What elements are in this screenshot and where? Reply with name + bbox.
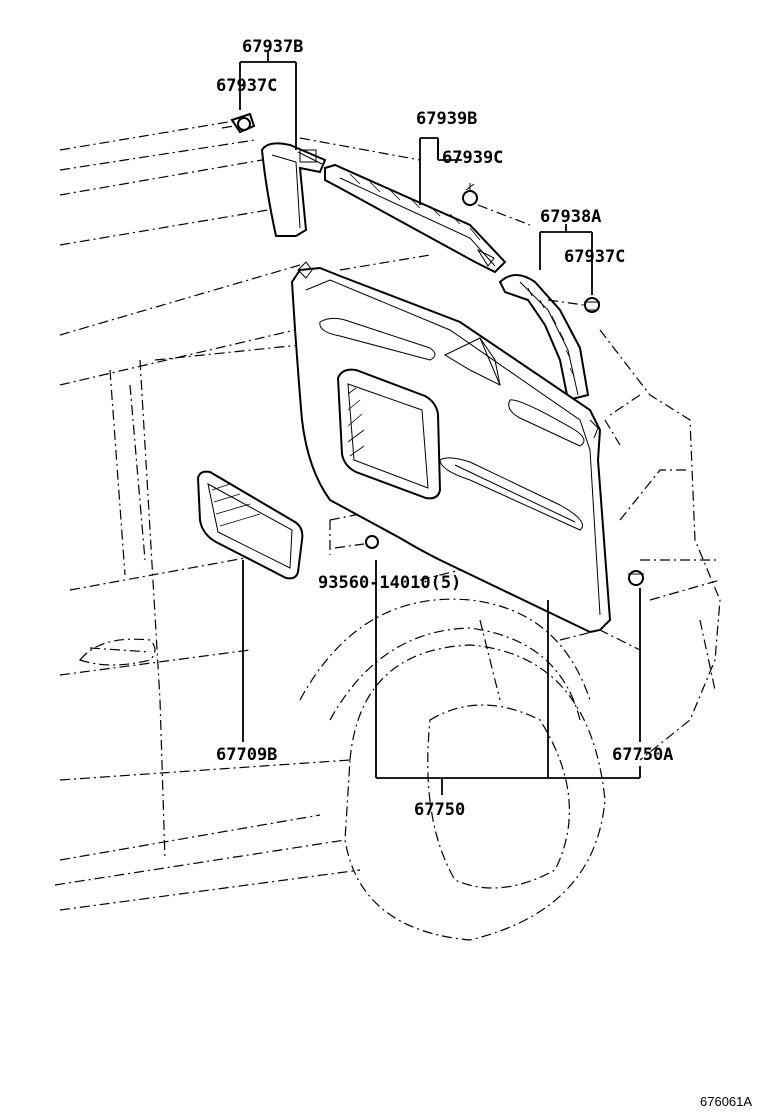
label-67937C-right: 67937C	[564, 247, 625, 267]
back-door-trim-board-67750	[290, 261, 612, 634]
clip-67937C-right	[547, 297, 600, 313]
part-labels: 67937B 67937C 67939B 67939C 67938A 67937…	[216, 37, 752, 1109]
screw-93560-14010	[334, 535, 379, 549]
label-67939B: 67939B	[416, 109, 477, 129]
label-67938A: 67938A	[540, 207, 601, 227]
pillar-garnish-67938A	[498, 274, 590, 402]
clip-67937C-left	[221, 112, 256, 134]
label-67937C-top: 67937C	[216, 76, 277, 96]
leader-lines	[239, 52, 641, 795]
figure-code: 676061A	[700, 1094, 752, 1109]
upper-trim-67939B	[324, 163, 507, 274]
label-67939C: 67939C	[442, 148, 503, 168]
label-67709B: 67709B	[216, 745, 277, 765]
service-cover-67709B	[196, 470, 304, 580]
label-67750A: 67750A	[612, 745, 673, 765]
label-67750: 67750	[414, 800, 465, 820]
label-67937B: 67937B	[242, 37, 303, 57]
clip-67750A	[628, 570, 644, 586]
pillar-garnish-67937B	[260, 142, 327, 237]
label-93560-14010: 93560-14010(5)	[318, 573, 461, 593]
clip-67939C	[462, 183, 531, 226]
